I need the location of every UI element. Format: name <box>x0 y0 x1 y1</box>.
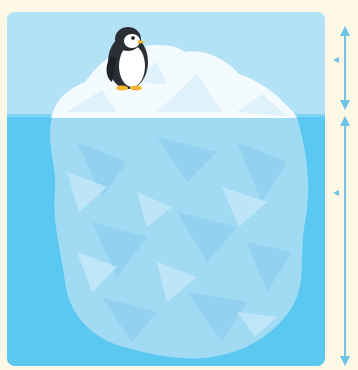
top-double-arrow-icon <box>333 26 350 110</box>
bottom-double-arrow-icon <box>333 116 350 366</box>
iceberg-svg <box>7 12 325 366</box>
measurement-arrows <box>330 0 358 370</box>
iceberg-scene <box>7 12 325 366</box>
